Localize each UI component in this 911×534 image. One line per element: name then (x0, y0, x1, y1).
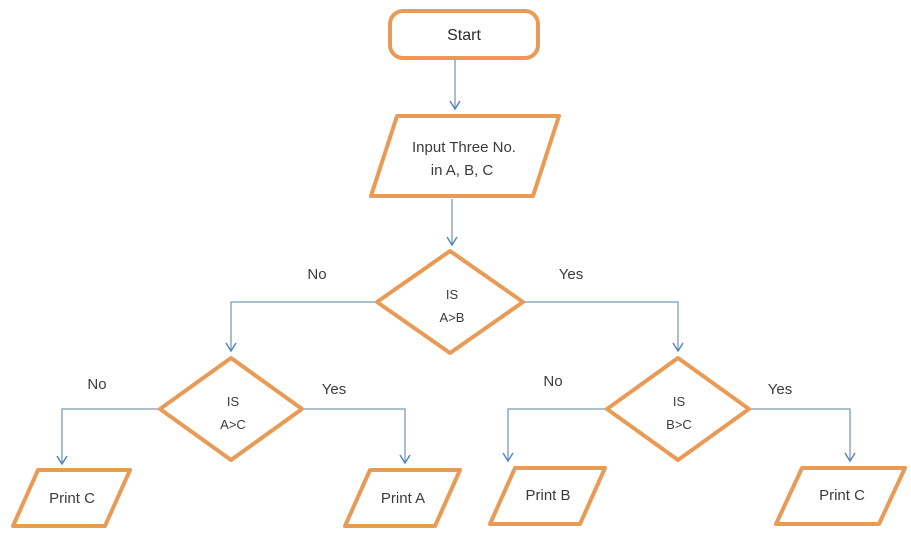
decision1-label-line2: A>B (440, 310, 465, 325)
connector-decision2-no-to-print-c-left (56, 408, 158, 466)
input-parallelogram-shape (369, 114, 561, 198)
branch-label-decision1-yes: Yes (559, 266, 583, 283)
print-c-left-parallelogram-shape (11, 468, 132, 528)
decision3-label-line2: B>C (666, 417, 692, 432)
print-c-right-label: Print C (819, 487, 865, 504)
print-a-parallelogram-shape (343, 468, 462, 528)
branch-label-decision1-no: No (307, 266, 326, 283)
input-label-line1: Input Three No. (412, 139, 516, 156)
decision3-label-line1: IS (673, 394, 686, 409)
decision1-label-line1: IS (446, 287, 459, 302)
decision2-label-line1: IS (227, 394, 240, 409)
start-label: Start (447, 27, 481, 44)
print-b-label: Print B (525, 487, 570, 504)
connector-decision3-yes-to-print-c-right (751, 408, 856, 463)
decision2-diamond-shape (158, 356, 304, 462)
branch-label-decision2-no: No (87, 376, 106, 393)
connector-decision3-no-to-print-b (502, 408, 605, 463)
decision3-diamond-shape (605, 356, 751, 462)
print-c-left-label: Print C (49, 490, 95, 507)
print-a-label: Print A (381, 490, 425, 507)
decision1-diamond-shape (375, 249, 525, 355)
print-c-right-parallelogram-shape (774, 466, 907, 526)
branch-label-decision3-yes: Yes (768, 381, 792, 398)
branch-label-decision2-yes: Yes (322, 381, 346, 398)
decision2-label-line2: A>C (220, 417, 246, 432)
branch-label-decision3-no: No (543, 373, 562, 390)
start-terminator-shape (388, 9, 540, 60)
print-b-parallelogram-shape (488, 466, 607, 526)
input-label-line2: in A, B, C (431, 162, 494, 179)
connector-decision1-no-to-decision2 (225, 301, 375, 353)
connector-decision1-yes-to-decision3 (525, 301, 684, 353)
connector-decision2-yes-to-print-a (304, 408, 411, 465)
